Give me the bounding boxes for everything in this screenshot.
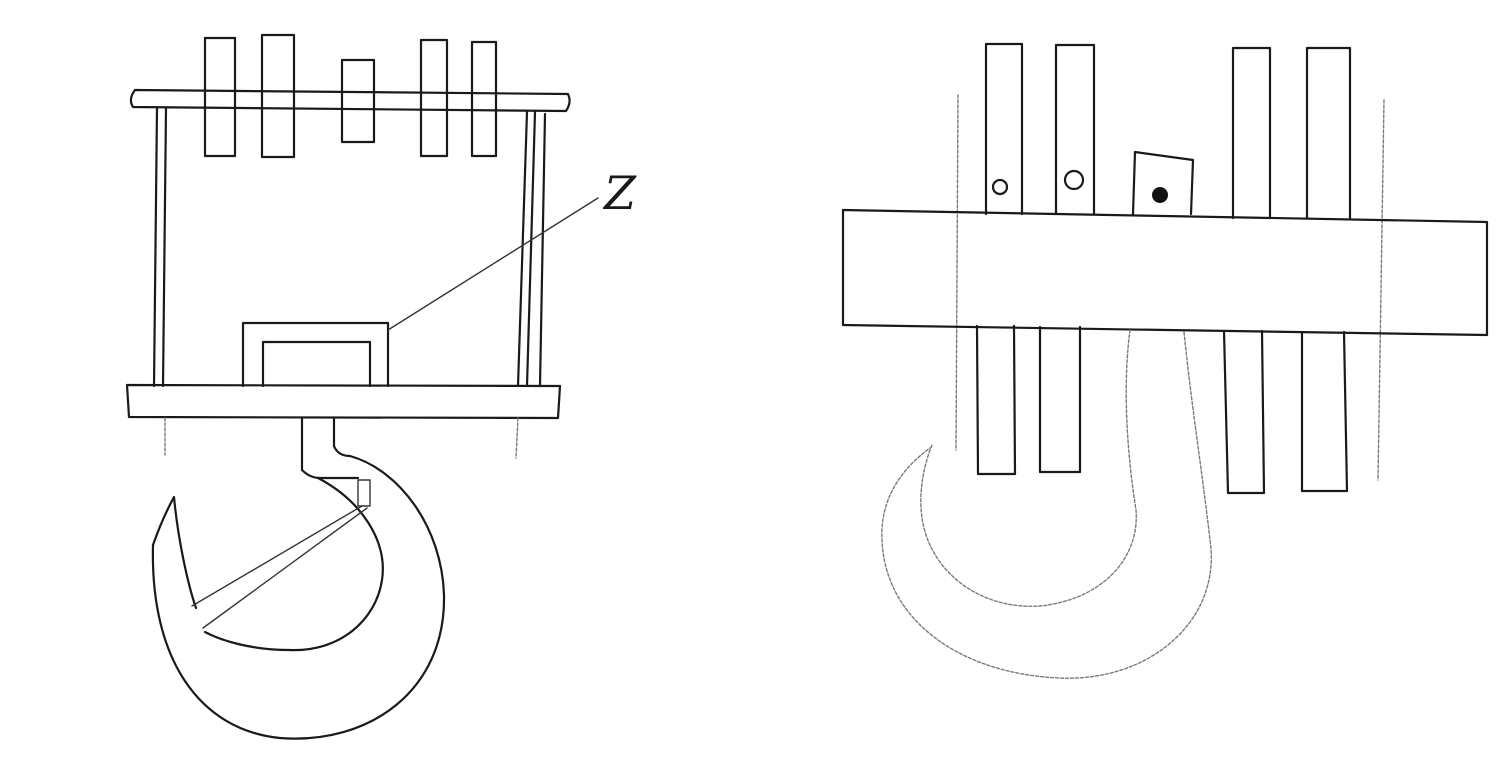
pencil-guide [1377, 99, 1385, 481]
top-bar [340, 58, 376, 144]
right-post [516, 110, 529, 388]
safety-latch [202, 507, 368, 629]
side-posts [152, 106, 547, 388]
lower-bars [975, 324, 1349, 495]
right-post [525, 110, 537, 388]
hook-tip [151, 495, 198, 610]
top-bar [203, 36, 237, 158]
safety-latch-pin [357, 479, 371, 507]
callout-label: Z [602, 166, 637, 220]
pin-hole [1063, 169, 1085, 191]
hook-inner-curve [203, 476, 384, 652]
cross-beam [841, 208, 1489, 337]
safety-latch [191, 505, 363, 607]
front-view: Z [125, 33, 637, 740]
pencil-guide [955, 94, 959, 451]
left-post [152, 106, 159, 388]
left-post [161, 106, 168, 388]
top-plate [129, 88, 571, 113]
bottom-plate [125, 383, 562, 420]
top-bar [260, 33, 296, 159]
pin-hole [991, 178, 1009, 196]
callout-leader [387, 197, 599, 331]
right-post [538, 112, 547, 388]
upper-bars [984, 42, 1352, 220]
pencil-guide [515, 417, 519, 459]
side-view [841, 42, 1489, 679]
top-bar [470, 40, 498, 158]
hook-shank [332, 416, 352, 458]
pin [1152, 187, 1168, 203]
hook-shank [300, 416, 360, 480]
side-hook [881, 329, 1212, 679]
top-bar [419, 38, 449, 158]
front-hook [151, 416, 446, 740]
top-bars [203, 33, 498, 159]
hook-outer-curve [151, 454, 446, 740]
inner-block-z [241, 321, 390, 388]
